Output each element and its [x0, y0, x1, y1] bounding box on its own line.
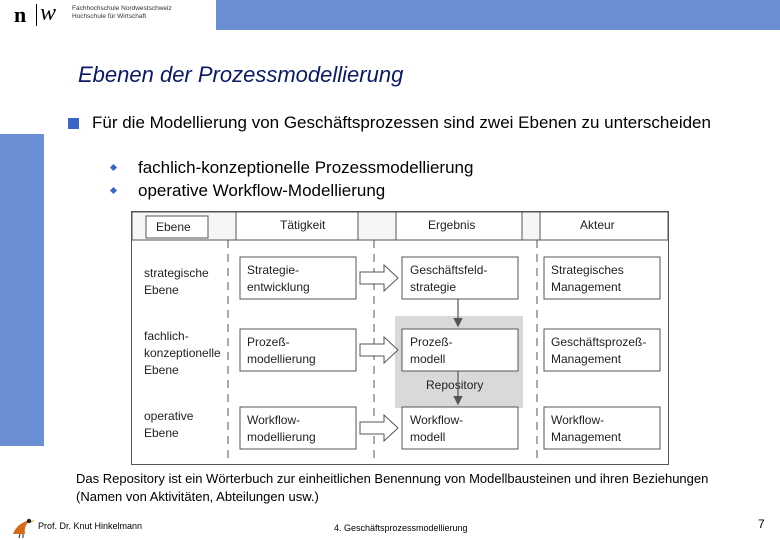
header-akteur: Akteur	[580, 218, 615, 232]
box-strategisches-management	[543, 256, 661, 300]
header-cell-ebene	[145, 215, 209, 239]
box-prozessmodellierung-line2: modellierung	[247, 352, 316, 366]
diagram-canvas: Ebene Tätigkeit Ergebnis Akteur Reposito…	[132, 212, 668, 464]
ebene-strategisch-2: Ebene	[144, 283, 179, 297]
process-levels-diagram: Ebene Tätigkeit Ergebnis Akteur Reposito…	[131, 211, 669, 465]
repository-label: Repository	[426, 378, 483, 392]
bullet-square-icon	[68, 118, 79, 129]
box-geschaeftsprozess-management-line2: Management	[551, 352, 622, 366]
right-arrow-icon	[359, 413, 399, 443]
diamond-bullet-icon	[109, 186, 118, 195]
box-geschaeftsprozess-management-line1: Geschäftsprozeß-	[551, 335, 646, 349]
header-ergebnis: Ergebnis	[428, 218, 475, 232]
institution-line-1: Fachhochschule Nordwestschweiz	[72, 5, 172, 12]
box-strategieentwicklung-line2: entwicklung	[247, 280, 310, 294]
box-workflowmodellierung	[239, 406, 357, 450]
box-workflowmodell	[401, 406, 519, 450]
box-workflowmodell-line2: modell	[410, 430, 445, 444]
slide-title: Ebenen der Prozessmodellierung	[78, 62, 404, 87]
box-strategieentwicklung	[239, 256, 357, 300]
box-workflowmodellierung-line2: modellierung	[247, 430, 316, 444]
box-prozessmodell-line1: Prozeß-	[410, 335, 453, 349]
ebene-fachlich-2: konzeptionelle	[144, 346, 221, 360]
diamond-bullet-icon	[109, 163, 118, 172]
logo-divider	[36, 4, 37, 26]
header-taetigkeit: Tätigkeit	[280, 218, 326, 232]
footer-topic: 4. Geschäftsprozessmodellierung	[334, 523, 468, 533]
ebene-operativ-2: Ebene	[144, 426, 179, 440]
right-arrow-icon	[359, 263, 399, 293]
box-workflow-management-line1: Workflow-	[551, 413, 604, 427]
bird-logo-icon	[13, 518, 35, 538]
box-geschaeftsfeldstrategie-line1: Geschäftsfeld-	[410, 263, 487, 277]
box-prozessmodellierung-line1: Prozeß-	[247, 335, 290, 349]
box-workflowmodellierung-line1: Workflow-	[247, 413, 300, 427]
ebene-fachlich-3: Ebene	[144, 363, 179, 377]
box-strategieentwicklung-line1: Strategie-	[247, 263, 299, 277]
logo-w: w	[40, 0, 57, 26]
institution-line-2: Hochschule für Wirtschaft	[72, 13, 147, 20]
ebene-operativ-1: operative	[144, 409, 194, 423]
box-geschaeftsfeldstrategie-line2: strategie	[410, 280, 456, 294]
box-prozessmodell-line2: modell	[410, 352, 445, 366]
box-workflow-management	[543, 406, 661, 450]
box-workflow-management-line2: Management	[551, 430, 622, 444]
box-prozessmodell	[401, 328, 519, 372]
header-cell-ergebnis	[395, 212, 523, 241]
box-strategisches-management-line1: Strategisches	[551, 263, 624, 277]
bullet-text: Für die Modellierung von Geschäftsprozes…	[92, 113, 711, 132]
logo-n: n	[14, 2, 26, 27]
box-prozessmodellierung	[239, 328, 357, 372]
header-ebene: Ebene	[156, 220, 191, 234]
box-workflowmodell-line1: Workflow-	[410, 413, 463, 427]
right-arrow-icon	[359, 335, 399, 365]
box-geschaeftsfeldstrategie	[401, 256, 519, 300]
diagram-caption: Das Repository ist ein Wörterbuch zur ei…	[76, 471, 709, 504]
sub-bullet-1: fachlich-konzeptionelle Prozessmodellier…	[138, 158, 474, 177]
page-number: 7	[758, 517, 765, 531]
box-strategisches-management-line2: Management	[551, 280, 622, 294]
footer-author: Prof. Dr. Knut Hinkelmann	[38, 521, 143, 531]
header-cell-taetigkeit	[235, 212, 359, 241]
box-geschaeftsprozess-management	[543, 328, 661, 372]
ebene-strategisch-1: strategische	[144, 266, 209, 280]
sub-bullet-2: operative Workflow-Modellierung	[138, 181, 386, 200]
header-bar	[216, 0, 780, 30]
side-accent-bar	[0, 134, 44, 446]
ebene-fachlich-1: fachlich-	[144, 329, 189, 343]
institution-name: Fachhochschule Nordwestschweiz Hochschul…	[72, 5, 172, 21]
header-cell-akteur	[539, 212, 668, 241]
